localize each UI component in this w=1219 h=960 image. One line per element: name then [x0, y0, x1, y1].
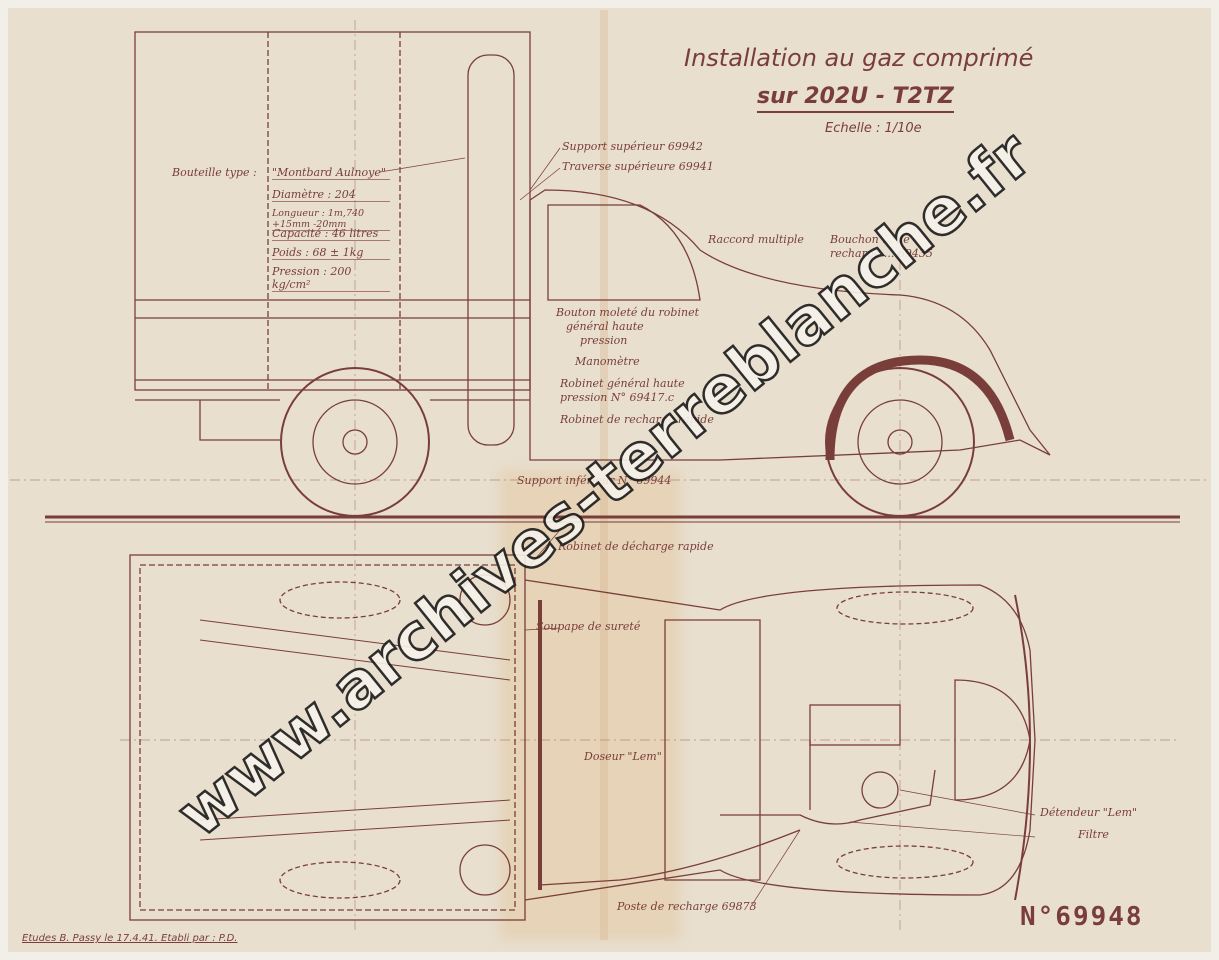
scale-label: Echelle : 1/10e [825, 121, 922, 136]
spec-weight: Poids : 68 ± 1kg [272, 246, 390, 260]
gas-bottle [467, 54, 515, 446]
footer-credits: Etudes B. Passy le 17.4.41. Etabli par :… [22, 933, 238, 944]
paper-stain [500, 470, 680, 940]
spec-diameter: Diamètre : 204 [272, 188, 390, 202]
drawing-number: N°69948 [1020, 902, 1144, 932]
top-view-truck [129, 554, 1036, 921]
spec-pressure: Pression : 200 kg/cm² [272, 265, 390, 292]
leader-lines [379, 147, 1036, 909]
label-support-inferieur: Support inférieur N° 69944 [517, 474, 672, 487]
bottle-type-heading: Bouteille type : [172, 166, 257, 179]
label-robinet-general-2: pression N° 69417.c [560, 391, 675, 404]
label-bouchon-1: Bouchon ... de [830, 233, 910, 246]
label-poste-recharge: Poste de recharge 69873 [617, 900, 757, 913]
label-robinet-recharge: Robinet de recharge rapide [560, 413, 714, 426]
label-detendeur: Détendeur "Lem" [1040, 806, 1138, 819]
regulator [861, 771, 899, 809]
paper-fold [600, 10, 608, 940]
label-bouton-molete-3: pression [580, 334, 628, 347]
drawing-subtitle: sur 202U - T2TZ [757, 84, 954, 113]
drawing-title: Installation au gaz comprimé [684, 44, 1034, 72]
label-doseur: Doseur "Lem" [584, 750, 662, 763]
label-soupape: Soupape de sureté [536, 620, 641, 633]
label-bouton-molete-2: général haute [566, 320, 644, 333]
label-filtre: Filtre [1078, 828, 1109, 841]
side-view-truck [45, 31, 1180, 523]
label-robinet-general-1: Robinet général haute [560, 377, 685, 390]
spec-capacity: Capacité : 46 litres [272, 227, 390, 241]
construction-lines [10, 20, 1210, 930]
spec-length: Longueur : 1m,740 +15mm -20mm [272, 208, 390, 231]
label-robinet-decharge: Robinet de décharge rapide [558, 540, 714, 553]
label-bouton-molete-1: Bouton moleté du robinet [556, 306, 699, 319]
label-manometre: Manomètre [575, 355, 640, 368]
label-support-superieur: Support supérieur 69942 [562, 140, 703, 153]
label-bouchon-2: recharge ... 69435 [830, 247, 933, 260]
bottle-type-value: "Montbard Aulnoye" [272, 166, 390, 180]
label-traverse-superieure: Traverse supérieure 69941 [562, 160, 714, 173]
label-raccord-multiple: Raccord multiple [708, 233, 804, 246]
